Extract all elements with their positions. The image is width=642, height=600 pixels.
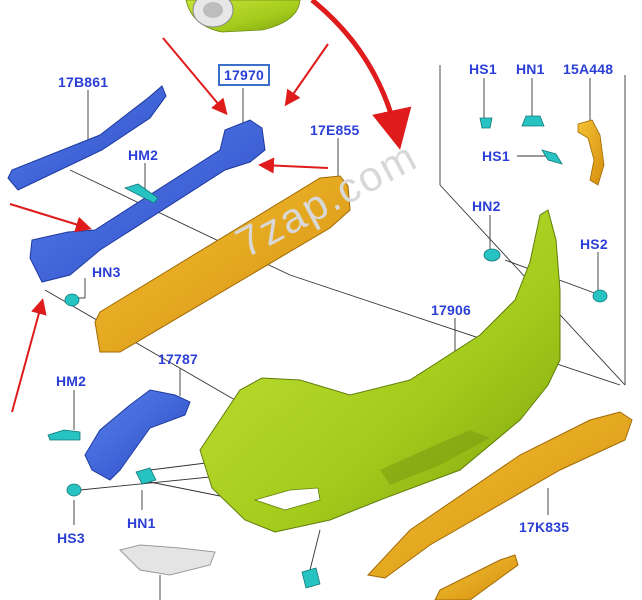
part-17E855-absorber <box>94 175 351 353</box>
callout-HM2-low: HM2 <box>56 373 87 389</box>
callout-HN2: HN2 <box>472 198 501 214</box>
part-17K835-lower-trim <box>367 411 633 579</box>
clip-HS1-mid <box>541 149 563 165</box>
wheel-top <box>185 0 301 33</box>
part-17906-bumper-cover <box>199 209 561 533</box>
callout-15A448: 15A448 <box>563 61 614 77</box>
clip-HN1-low <box>135 467 157 485</box>
callout-HS2: HS2 <box>580 236 608 252</box>
part-grey-bracket <box>119 544 216 576</box>
callout-HN1-low: HN1 <box>127 515 156 531</box>
clip-HN3 <box>64 293 80 307</box>
clip-HS3 <box>66 483 82 497</box>
callout-17906: 17906 <box>431 302 471 318</box>
callout-HN1-top: HN1 <box>516 61 545 77</box>
callout-17B861: 17B861 <box>58 74 109 90</box>
clip-HM2-top <box>123 183 159 204</box>
part-17B861 <box>7 85 167 191</box>
part-lower-trim-2 <box>434 554 519 600</box>
clip-HS1-top <box>479 117 493 129</box>
clip-HM2-low <box>47 429 81 441</box>
fasteners <box>47 115 608 589</box>
callout-HM2-top: HM2 <box>128 147 159 163</box>
bumper-lower-grille <box>380 430 490 485</box>
callout-HS1-top: HS1 <box>469 61 497 77</box>
callout-17K835: 17K835 <box>519 519 570 535</box>
callout-17787: 17787 <box>158 351 198 367</box>
clip-bottom <box>301 567 321 589</box>
callout-HS1-mid: HS1 <box>482 148 510 164</box>
bumper-reflector-opening <box>253 487 321 511</box>
part-15A448-strip <box>577 119 605 186</box>
clip-HN1-top <box>521 115 545 127</box>
red-arrows <box>9 0 412 413</box>
callout-HN3: HN3 <box>92 264 121 280</box>
callout-HS3: HS3 <box>57 530 85 546</box>
callout-17970: 17970 <box>218 64 270 86</box>
clip-HN2 <box>483 248 501 262</box>
clip-HS2 <box>592 289 608 303</box>
part-17787-bracket <box>84 389 191 481</box>
callout-17E855: 17E855 <box>310 122 360 138</box>
